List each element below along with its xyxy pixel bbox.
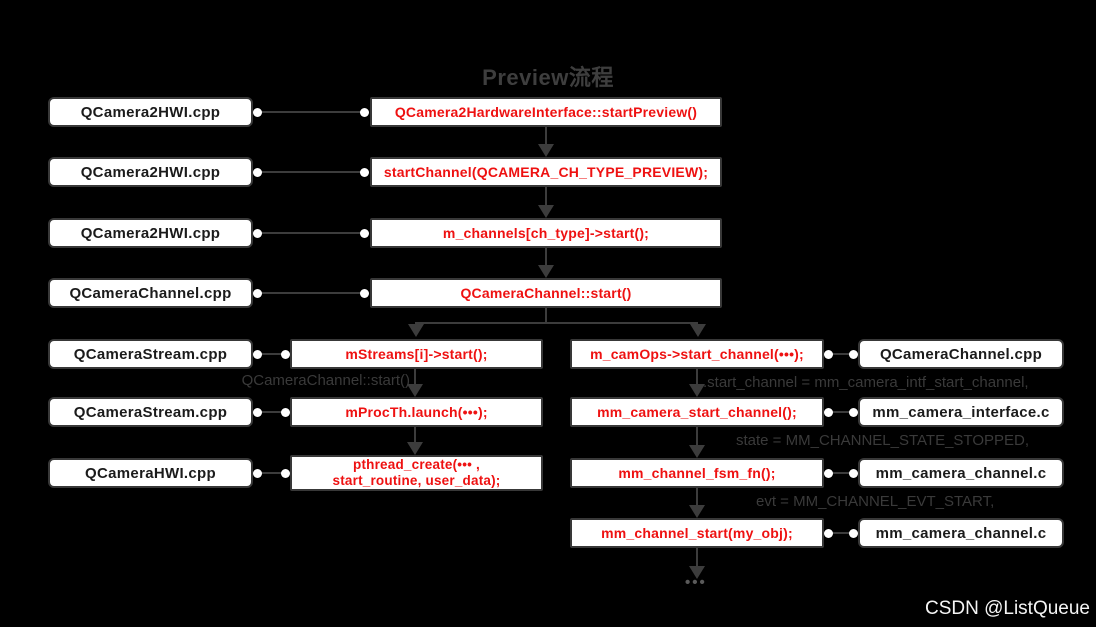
connector-dot xyxy=(253,167,262,177)
connector-row8r xyxy=(824,528,858,538)
arrow-down-icon xyxy=(689,566,705,579)
arrow-down-icon xyxy=(538,265,554,278)
file-box-row1: QCamera2HWI.cpp xyxy=(48,97,253,127)
call-box-startchannel2: mm_camera_start_channel(); xyxy=(570,397,824,427)
connector-row7r xyxy=(824,468,858,478)
flow-line xyxy=(545,187,547,205)
connector-dot xyxy=(253,349,262,359)
connector-dot xyxy=(253,468,262,478)
connector-dot xyxy=(281,349,290,359)
flow-line xyxy=(414,369,416,385)
file-box-row6r: mm_camera_interface.c xyxy=(858,397,1064,427)
connector-dot xyxy=(824,528,833,538)
connector-row7 xyxy=(253,468,290,478)
csdn-watermark: CSDN @ListQueue xyxy=(924,598,1090,619)
call-box-mchannels: m_channels[ch_type]->start(); xyxy=(370,218,722,248)
call-box-mprocth: mProcTh.launch(•••); xyxy=(290,397,543,427)
arrow-down-icon xyxy=(538,205,554,218)
connector-dot xyxy=(824,468,833,478)
diagram-title: Preview流程 xyxy=(482,65,614,90)
connector-dot xyxy=(824,349,833,359)
file-box-row6: QCameraStream.cpp xyxy=(48,397,253,427)
arrow-down-icon xyxy=(689,505,705,518)
flow-line xyxy=(696,488,698,505)
connector-dot xyxy=(849,528,858,538)
call-box-channelstart: QCameraChannel::start() xyxy=(370,278,722,308)
connector-dot xyxy=(824,407,833,417)
arrow-down-icon xyxy=(408,324,424,337)
file-box-row7: QCameraHWI.cpp xyxy=(48,458,253,488)
flow-line xyxy=(696,427,698,445)
connector-row3 xyxy=(253,228,369,238)
file-box-row8r: mm_camera_channel.c xyxy=(858,518,1064,548)
pthread-line1: pthread_create(••• , xyxy=(353,457,480,473)
connector-dot xyxy=(849,407,858,417)
call-box-fsmfn: mm_channel_fsm_fn(); xyxy=(570,458,824,488)
connector-dot xyxy=(281,407,290,417)
connector-row6 xyxy=(253,407,290,417)
call-box-camops: m_camOps->start_channel(•••); xyxy=(570,339,824,369)
connector-row1 xyxy=(253,107,369,117)
connector-row2 xyxy=(253,167,369,177)
continuation-ellipsis: ••• xyxy=(685,574,707,591)
pthread-line2: start_routine, user_data); xyxy=(332,473,501,488)
connector-dot xyxy=(253,107,262,117)
annotation-start-channel: .start_channel = mm_camera_intf_start_ch… xyxy=(703,374,1029,391)
connector-dot xyxy=(360,228,369,238)
connector-row4 xyxy=(253,288,369,298)
arrow-down-icon xyxy=(407,384,423,397)
connector-dot xyxy=(360,167,369,177)
file-box-row2: QCamera2HWI.cpp xyxy=(48,157,253,187)
arrow-down-icon xyxy=(690,324,706,337)
connector-dot xyxy=(849,468,858,478)
connector-dot xyxy=(360,107,369,117)
branch-stub-line xyxy=(545,308,547,324)
arrow-down-icon xyxy=(689,445,705,458)
flow-line xyxy=(696,548,698,566)
call-box-channelstart2: mm_channel_start(my_obj); xyxy=(570,518,824,548)
call-box-startpreview: QCamera2HardwareInterface::startPreview(… xyxy=(370,97,722,127)
branch-horizontal-line xyxy=(415,322,698,324)
file-box-row4: QCameraChannel.cpp xyxy=(48,278,253,308)
flow-line xyxy=(545,127,547,145)
connector-row5r xyxy=(824,349,858,359)
file-box-row3: QCamera2HWI.cpp xyxy=(48,218,253,248)
connector-dot xyxy=(253,407,262,417)
file-box-row7r: mm_camera_channel.c xyxy=(858,458,1064,488)
arrow-down-icon xyxy=(689,384,705,397)
call-box-pthreadcreate: pthread_create(••• , start_routine, user… xyxy=(290,455,543,491)
connector-dot xyxy=(849,349,858,359)
flow-line xyxy=(545,248,547,266)
connector-dot xyxy=(253,228,262,238)
file-box-row5r: QCameraChannel.cpp xyxy=(858,339,1064,369)
arrow-down-icon xyxy=(407,442,423,455)
flow-line xyxy=(696,369,698,385)
connector-dot xyxy=(360,288,369,298)
annotation-evt: evt = MM_CHANNEL_EVT_START, xyxy=(756,493,995,510)
call-box-mstreams: mStreams[i]->start(); xyxy=(290,339,543,369)
call-box-startchannel: startChannel(QCAMERA_CH_TYPE_PREVIEW); xyxy=(370,157,722,187)
file-box-row5: QCameraStream.cpp xyxy=(48,339,253,369)
annotation-state: state = MM_CHANNEL_STATE_STOPPED, xyxy=(736,432,1030,449)
connector-dot xyxy=(253,288,262,298)
arrow-down-icon xyxy=(538,144,554,157)
flow-line xyxy=(414,427,416,443)
connector-dot xyxy=(281,468,290,478)
connector-row6r xyxy=(824,407,858,417)
connector-row5 xyxy=(253,349,290,359)
annotation-channelstart: QCameraChannel::start() xyxy=(241,372,410,389)
